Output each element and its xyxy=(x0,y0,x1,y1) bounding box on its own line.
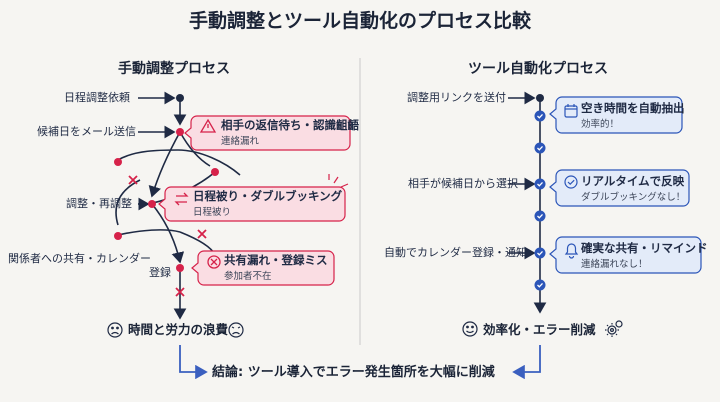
issue-2-sub: 日程被り xyxy=(193,207,232,218)
frustrated-face-icon xyxy=(228,322,244,338)
benefit-3-sub: 連絡漏れなし！ xyxy=(581,259,648,270)
check-dot-icon xyxy=(534,178,546,190)
left-step-request: 日程調整依頼 xyxy=(64,91,130,104)
benefit-1-title: 空き時間を自動抽出 xyxy=(581,101,685,115)
check-dot-icon xyxy=(534,210,546,222)
right-step-choose: 相手が候補日から選択 xyxy=(408,177,518,190)
success-check-dots xyxy=(534,110,546,291)
right-heading: ツール自動化プロセス xyxy=(468,61,608,77)
benefit-2-sub: ダブルブッキングなし！ xyxy=(581,192,686,203)
swap-arrows-icon xyxy=(174,192,189,206)
issue-box-1 xyxy=(184,115,351,151)
check-circle-icon xyxy=(564,175,578,189)
benefit-box-3 xyxy=(549,236,702,274)
conclusion-arrow-right xyxy=(512,345,541,380)
left-step-adjust: 調整・再調整 xyxy=(66,197,132,210)
issue-1-title: 相手の返信待ち・認識齟齬 xyxy=(221,118,359,132)
right-result: 効率化・エラー削減 xyxy=(483,322,596,337)
left-result: 時間と労力の浪費 xyxy=(128,322,229,337)
left-step-share: 関係者への共有・カレンダー xyxy=(8,252,151,265)
left-step-register: 登録 xyxy=(149,266,171,279)
left-step-email: 候補日をメール送信 xyxy=(37,125,136,138)
x-circle-icon xyxy=(207,255,221,269)
left-heading: 手動調整プロセス xyxy=(118,61,230,77)
benefit-1-sub: 効率的！ xyxy=(581,119,620,130)
smile-face-icon xyxy=(462,321,478,337)
page-title: 手動調整とツール自動化のプロセス比較 xyxy=(188,10,531,32)
check-dot-icon xyxy=(534,142,546,154)
right-step-link: 調整用リンクを送付 xyxy=(407,91,506,104)
error-x-marks xyxy=(128,175,207,297)
sad-face-icon xyxy=(107,322,123,338)
check-dot-icon xyxy=(534,279,546,291)
benefit-box-2 xyxy=(549,169,690,207)
issue-box-3 xyxy=(191,250,335,286)
benefit-3-title: 確実な共有・リマインド xyxy=(581,241,708,255)
issue-box-2 xyxy=(158,174,349,222)
check-dot-icon xyxy=(534,110,546,122)
calendar-icon xyxy=(564,104,578,118)
alert-burst-lines xyxy=(328,174,349,188)
issue-3-title: 共有漏れ・登録ミス xyxy=(224,253,328,267)
benefit-box-1 xyxy=(549,96,683,134)
right-flow xyxy=(508,91,547,314)
check-dot-icon xyxy=(534,247,546,259)
gears-icon xyxy=(605,320,623,337)
issue-3-sub: 参加者不在 xyxy=(224,271,272,282)
conclusion-arrow-left xyxy=(179,345,208,380)
benefit-2-title: リアルタイムで反映 xyxy=(581,174,685,188)
right-step-auto: 自動でカレンダー登録・通知 xyxy=(384,246,527,259)
issue-2-title: 日程被り・ダブルブッキング xyxy=(193,189,343,203)
conclusion: 結論: ツール導入でエラー発生箇所を大幅に削減 xyxy=(212,365,495,380)
issue-1-sub: 連絡漏れ xyxy=(221,136,260,147)
warning-icon xyxy=(199,118,217,133)
bell-icon xyxy=(564,243,579,259)
